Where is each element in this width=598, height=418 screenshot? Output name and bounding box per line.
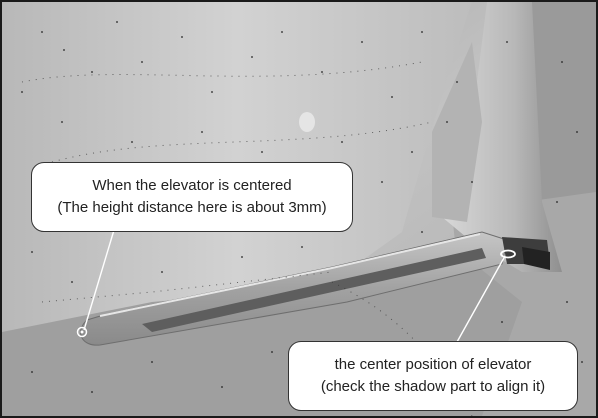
callout-2-line-2: (check the shadow part to align it) bbox=[320, 378, 546, 395]
leader-line-1 bbox=[83, 229, 115, 331]
vertical-fin bbox=[442, 2, 562, 272]
fin-shadow bbox=[432, 42, 482, 222]
surface-bulge bbox=[299, 112, 315, 132]
callout-center-position: the center position of elevator (check t… bbox=[288, 341, 578, 411]
callout-elevator-centered: When the elevator is centered (The heigh… bbox=[31, 162, 353, 232]
panel-lines bbox=[21, 61, 473, 416]
elevator-edge-highlight bbox=[99, 233, 481, 317]
callout-1-line-2: (The height distance here is about 3mm) bbox=[57, 199, 327, 216]
leader-line-2 bbox=[456, 255, 506, 343]
hinge-block-shadow bbox=[522, 247, 550, 270]
callout-1-line-1: When the elevator is centered bbox=[92, 177, 292, 194]
surface-texture bbox=[21, 21, 583, 393]
elevator-groove bbox=[142, 248, 486, 332]
callout-2-line-1: the center position of elevator bbox=[334, 356, 532, 373]
marker-center-position bbox=[500, 249, 516, 259]
marker-elevator-tip bbox=[76, 326, 88, 338]
